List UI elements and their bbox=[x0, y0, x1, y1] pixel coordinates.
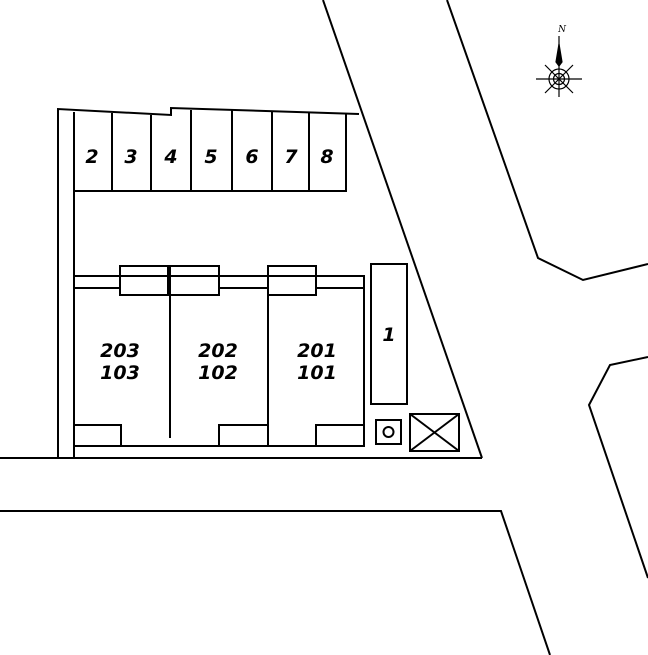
parking-label: 7 bbox=[284, 146, 298, 168]
unit-entrance bbox=[73, 424, 122, 447]
parking-label: 1 bbox=[382, 324, 395, 346]
parking-label: 3 bbox=[124, 146, 137, 168]
road-upper-left-edge bbox=[322, 0, 483, 459]
unit-balcony bbox=[169, 265, 220, 296]
parking-label: 6 bbox=[245, 146, 258, 168]
road-upper-right-edge bbox=[446, 0, 648, 282]
unit-label-upper: 202 bbox=[198, 340, 238, 362]
unit-label-upper: 203 bbox=[100, 340, 140, 362]
unit-label-lower: 103 bbox=[100, 362, 140, 384]
road-lower-right-edge bbox=[587, 356, 648, 579]
unit-entrance bbox=[218, 424, 269, 447]
garbage-station bbox=[409, 413, 460, 452]
unit-balcony bbox=[119, 265, 169, 296]
unit-label-lower: 101 bbox=[297, 362, 337, 384]
parking-row-outline bbox=[74, 114, 347, 192]
site-boundary bbox=[57, 106, 360, 458]
parking-label: 5 bbox=[204, 146, 217, 168]
compass-icon bbox=[536, 36, 582, 97]
unit-label-lower: 102 bbox=[198, 362, 238, 384]
meter-circle bbox=[382, 426, 395, 438]
parking-label: 8 bbox=[320, 146, 333, 168]
unit-label-upper: 201 bbox=[297, 340, 337, 362]
parking-label: 4 bbox=[163, 146, 177, 168]
parking-label: 2 bbox=[85, 146, 98, 168]
meter-box bbox=[375, 419, 402, 445]
garbage-station-cross bbox=[409, 413, 460, 452]
unit-entrance bbox=[315, 424, 365, 447]
compass-north-label: N bbox=[557, 25, 567, 35]
unit-balcony bbox=[267, 265, 317, 296]
parking-space-1 bbox=[370, 263, 408, 405]
road-bottom-edge bbox=[0, 510, 551, 655]
